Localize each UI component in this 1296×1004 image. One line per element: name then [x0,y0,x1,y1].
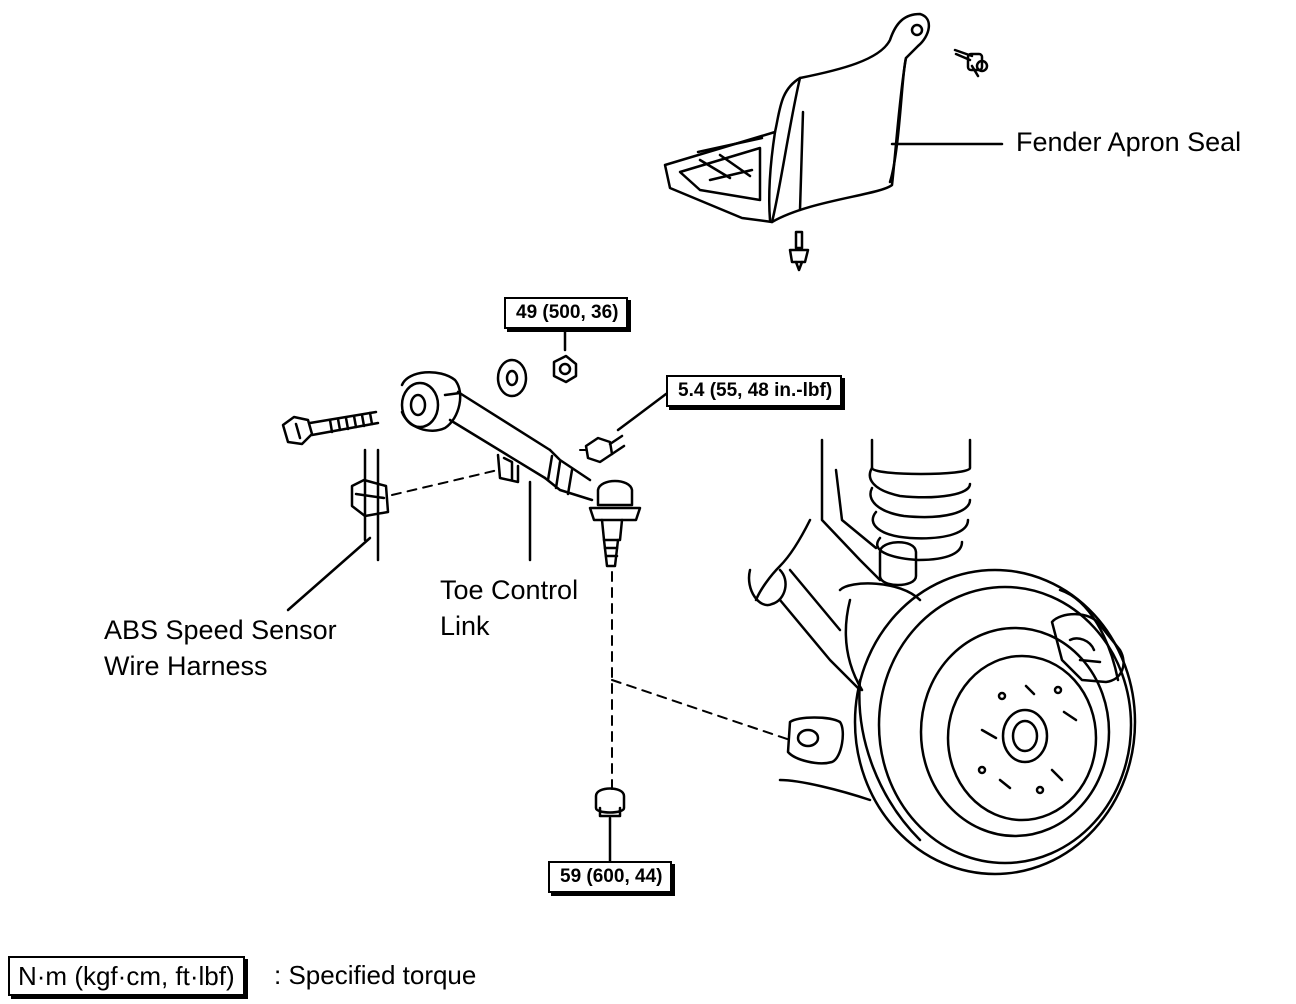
lower-flange-nut [594,787,626,818]
abs-harness-label-line1: ABS Speed Sensor [104,615,337,645]
abs-harness-label-line2: Wire Harness [104,651,268,681]
abs-harness-leader-line [286,536,372,612]
toe-control-link-part [400,370,594,502]
toe-control-link-label-line2: Link [440,611,490,641]
torque-upper-nut: 49 (500, 36) [504,297,629,329]
abs-harness-clip [350,448,390,562]
sensor-torque-leader-line [616,392,668,432]
ball-joint [588,479,642,568]
torque-lower-nut: 59 (600, 44) [548,861,673,893]
legend-description: : Specified torque [274,960,477,990]
legend-unit-box: N·m (kgf·cm, ft·lbf) [8,956,245,996]
torque-sensor-bolt: 5.4 (55, 48 in.-lbf) [666,375,843,407]
long-mounting-bolt [281,410,380,446]
leader-lines [286,392,668,864]
alignment-dashed-lines [391,449,791,791]
fender-clip-bolt [953,48,989,78]
toe-control-link-label-line1: Toe Control [440,575,579,605]
sensor-bolt [584,434,626,464]
fender-apron-seal-part [663,12,930,224]
axle-hub-disc-assembly [747,438,1137,876]
nut-and-washer [496,328,578,398]
fender-apron-seal-label: Fender Apron Seal [1016,127,1242,157]
fender-push-clip [788,230,810,272]
